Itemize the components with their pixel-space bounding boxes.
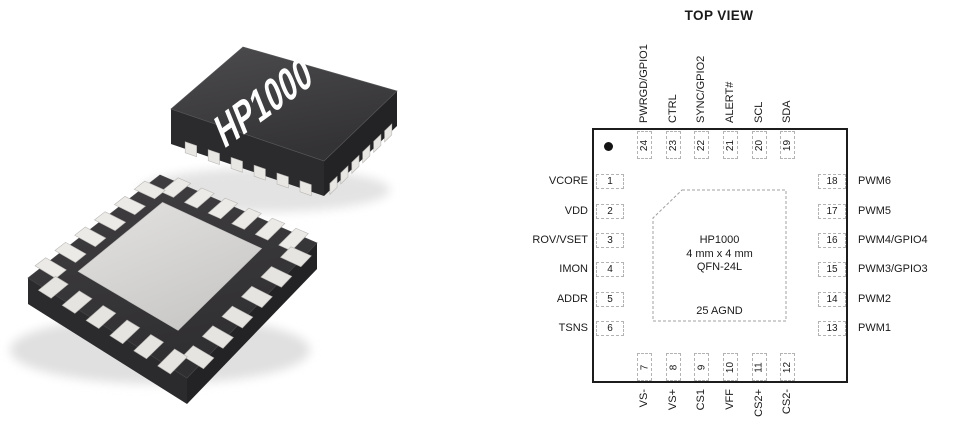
pin-11-number: 11 [753, 361, 765, 373]
package-type: QFN-24L [696, 261, 743, 273]
pin-22-number: 22 [696, 139, 707, 151]
pin-label-rov-vset: ROV/VSET [532, 234, 588, 246]
pin-label-tsns: TSNS [558, 322, 588, 334]
pin-label-sync-gpio2: SYNC/GPIO2 [695, 55, 707, 123]
chip-bottom-view [27, 174, 318, 404]
pin-label-sda: SDA [781, 100, 793, 123]
pad-pin-4: 4 [596, 262, 624, 277]
pin-10-number: 10 [725, 361, 736, 373]
pin-label-cs2-minus: CS2- [781, 389, 793, 415]
pin-label-addr: ADDR [556, 293, 588, 305]
pin-9-number: 9 [696, 364, 707, 370]
pad-pin-1: 1 [596, 174, 624, 189]
center-part-info: HP1000 4 mm x 4 mm QFN-24L [653, 234, 786, 275]
pad-pin-13: 13 [818, 321, 846, 336]
pin-label-pwm1: PWM1 [858, 322, 891, 334]
pin-label-vdd: VDD [564, 205, 588, 217]
pin-8-number: 8 [668, 364, 679, 370]
pin-label-vff: VFF [724, 389, 736, 410]
pin-label-pwrgd-gpio1: PWRGD/GPIO1 [638, 44, 650, 123]
pad-pin-3: 3 [596, 233, 624, 248]
part-number: HP1000 [699, 234, 740, 246]
pin-label-cs2-plus: CS2+ [753, 389, 765, 417]
pin-label-vs-plus: VS+ [667, 389, 679, 411]
exposed-pad-outline [652, 189, 787, 322]
pad-pin-21: 21 [723, 131, 738, 159]
chip-bottom-view-pads [34, 177, 312, 375]
pad-pin-2: 2 [596, 204, 624, 219]
pin-20-number: 20 [754, 139, 765, 151]
pin-label-pwm3-gpio3: PWM3/GPIO3 [858, 263, 928, 275]
chip-photo: HP1000 [10, 46, 398, 404]
pin-label-vcore: VCORE [548, 175, 588, 187]
pad-pin-15: 15 [818, 262, 846, 277]
pad-pin-18: 18 [818, 174, 846, 189]
pin-label-pwm6: PWM6 [858, 175, 891, 187]
pad-pin-17: 17 [818, 204, 846, 219]
pin-23-number: 23 [668, 139, 679, 151]
pin-label-pwm5: PWM5 [858, 205, 891, 217]
pad-pin-12: 12 [780, 353, 795, 381]
pin1-indicator-dot [604, 142, 613, 151]
pad-pin-10: 10 [723, 353, 738, 381]
pin-24-number: 24 [639, 139, 650, 151]
pin-label-vs-minus: VS- [638, 389, 650, 408]
chip-top-view-pads [184, 123, 393, 197]
pad-pin-19: 19 [780, 131, 795, 159]
pad-pin-6: 6 [596, 321, 624, 336]
thermal-pad [77, 202, 263, 331]
pad-pin-5: 5 [596, 292, 624, 307]
pad-pin-16: 16 [818, 233, 846, 248]
pin-label-imon: IMON [559, 263, 588, 275]
diagram-title: TOP VIEW [684, 8, 754, 23]
chip-top-view: HP1000 [170, 46, 398, 197]
pin-12-number: 12 [782, 361, 793, 373]
chip-photo-svg: HP1000 [10, 46, 398, 404]
pad-pin-7: 7 [637, 353, 652, 381]
pad-pin-23: 23 [666, 131, 681, 159]
pad-pin-11: 11 [752, 353, 767, 381]
pin-label-ctrl: CTRL [667, 94, 679, 123]
pin-19-number: 19 [782, 139, 793, 151]
pad-pin-24: 24 [637, 131, 652, 159]
chip-outline [592, 128, 848, 383]
pad-pin-9: 9 [694, 353, 709, 381]
package-size: 4 mm x 4 mm [686, 247, 753, 260]
pin-label-scl: SCL [753, 101, 765, 123]
pad-pin-22: 22 [694, 131, 709, 159]
pin-label-cs1: CS1 [695, 389, 707, 411]
pad-pin-14: 14 [818, 292, 846, 307]
pin-label-pwm4-gpio4: PWM4/GPIO4 [858, 234, 928, 246]
thermal-pad-label: 25 AGND [696, 305, 743, 317]
pad-pin-20: 20 [752, 131, 767, 159]
pin-7-number: 7 [639, 364, 650, 370]
pin-21-number: 21 [725, 139, 736, 151]
pad-pin-8: 8 [666, 353, 681, 381]
pin-label-pwm2: PWM2 [858, 293, 891, 305]
pin-label-alert: ALERT# [724, 81, 736, 123]
